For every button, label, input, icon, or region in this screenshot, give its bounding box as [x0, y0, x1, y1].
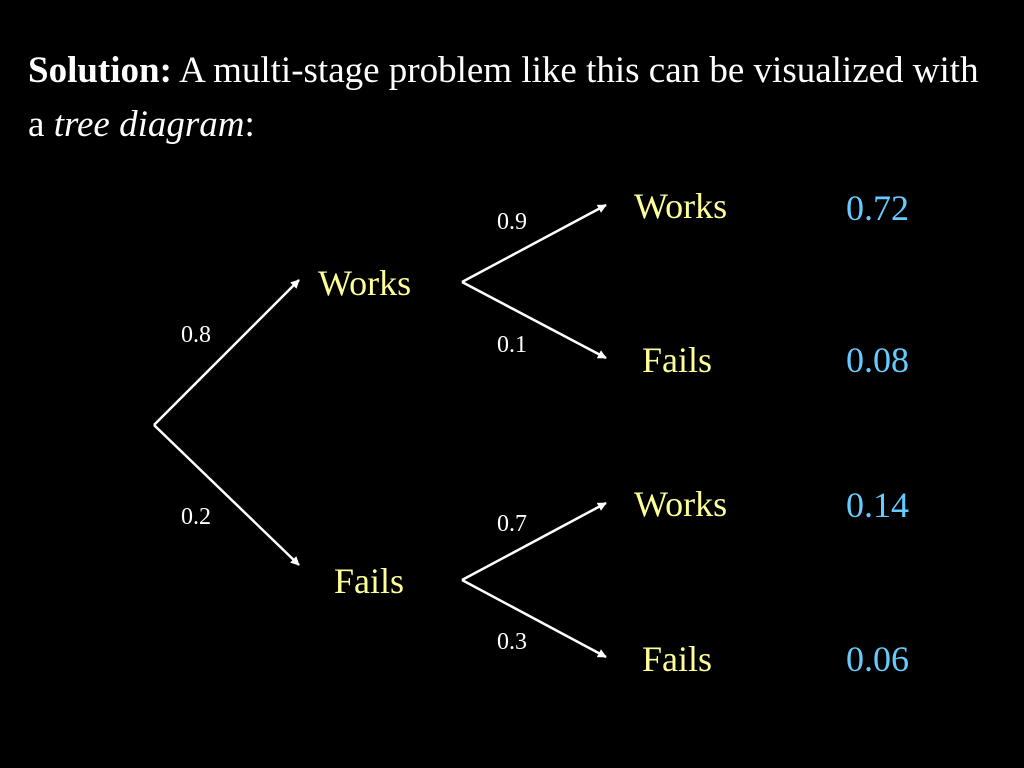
probability-label-root-works: 0.8: [181, 322, 211, 348]
solution-label: Solution:: [28, 50, 172, 91]
probability-label-works-fails: 0.1: [497, 332, 527, 358]
outcome-works-works: Works: [634, 186, 728, 226]
heading-text-part2: :: [244, 104, 255, 145]
probability-label-fails-works: 0.7: [497, 511, 527, 537]
result-works-fails: 0.08: [846, 340, 909, 380]
result-fails-works: 0.14: [846, 485, 909, 525]
edge-works-fails: [461, 280, 607, 360]
edge-works-works: [461, 203, 607, 284]
edge-root-works: [153, 279, 300, 426]
edge-root-fails: [153, 424, 300, 566]
outcome-fails-fails: Fails: [642, 639, 713, 679]
edge-fails-fails: [461, 578, 607, 659]
heading-italic-term: tree diagram: [53, 104, 245, 145]
heading-text-part1: A multi-stage problem like this can be v…: [28, 50, 979, 145]
edge-fails-works: [461, 501, 607, 582]
result-fails-fails: 0.06: [846, 639, 909, 679]
node-works: Works: [318, 263, 412, 303]
probability-label-root-fails: 0.2: [181, 504, 211, 530]
node-fails: Fails: [334, 561, 405, 601]
probability-label-fails-fails: 0.3: [497, 629, 527, 655]
result-works-works: 0.72: [846, 188, 909, 228]
outcome-fails-works: Works: [634, 484, 728, 524]
outcome-works-fails: Fails: [642, 340, 713, 380]
probability-label-works-works: 0.9: [497, 209, 527, 235]
solution-heading: Solution: A multi-stage problem like thi…: [28, 44, 988, 152]
